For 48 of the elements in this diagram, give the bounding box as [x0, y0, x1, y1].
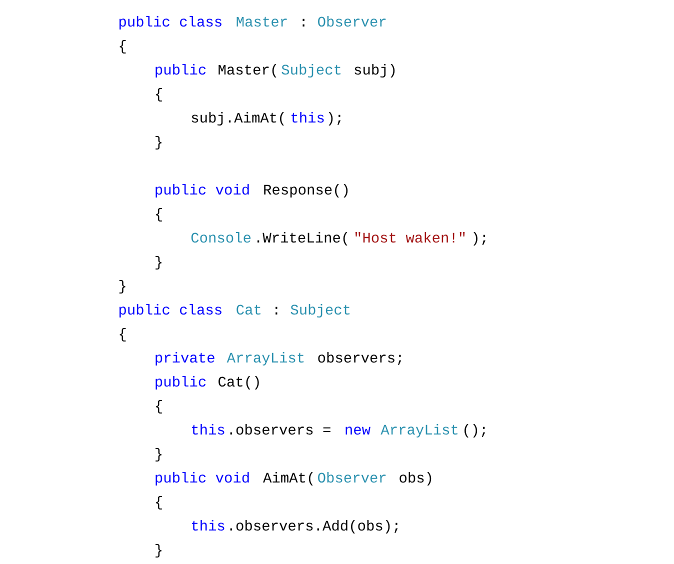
code-text: Cat	[236, 304, 260, 315]
code-text: private	[156, 352, 214, 366]
code-text: this	[192, 520, 224, 531]
code-text: .WriteLine(	[257, 232, 348, 246]
code-text: Subject	[290, 304, 350, 318]
code-text: this	[292, 112, 324, 123]
code-text: "Host waken!"	[355, 232, 465, 243]
code-text: Subject	[282, 64, 340, 78]
code-text: Console	[191, 232, 251, 243]
code-text: :	[302, 18, 304, 26]
code-text: observers;	[318, 352, 402, 366]
code-text: public void	[156, 184, 249, 198]
code-text: new	[346, 426, 370, 435]
code-text: subj)	[354, 64, 395, 78]
code-text: {	[156, 496, 162, 510]
code-text: AimAt(	[263, 472, 313, 486]
code-text: ArrayList	[226, 352, 304, 366]
code-text: }	[156, 136, 162, 150]
code-text: public class	[119, 304, 222, 318]
code-text: ();	[464, 424, 486, 438]
code-text: {	[120, 328, 126, 342]
code-text: Master(	[218, 64, 276, 78]
code-text: );	[474, 232, 486, 246]
code-text: subj.AimAt(	[192, 112, 284, 126]
code-text: public void	[156, 472, 249, 486]
code-text: Observer	[318, 472, 386, 483]
code-text: );	[328, 112, 341, 126]
code-text: }	[156, 256, 162, 270]
code-text: }	[119, 280, 126, 294]
code-text: ArrayList	[380, 424, 458, 438]
code-text: .observers.Add(obs);	[230, 520, 398, 534]
code-text: Cat()	[218, 376, 259, 390]
code-text: obs)	[400, 472, 432, 486]
code-text: {	[120, 40, 126, 54]
code-text: }	[156, 448, 162, 462]
code-text: Observer	[318, 16, 386, 27]
code-text: public	[156, 64, 206, 78]
code-text: }	[156, 544, 162, 558]
code-text: {	[156, 400, 162, 414]
code-text: .observers =	[230, 424, 330, 435]
code-text: public class	[119, 16, 222, 30]
code-text: Response()	[264, 184, 348, 198]
code-text: :	[276, 306, 278, 314]
code-text: {	[156, 88, 162, 102]
code-text: this	[192, 424, 224, 435]
code-text: Master	[236, 16, 287, 27]
code-text: {	[156, 208, 162, 222]
code-text: public	[156, 376, 206, 390]
